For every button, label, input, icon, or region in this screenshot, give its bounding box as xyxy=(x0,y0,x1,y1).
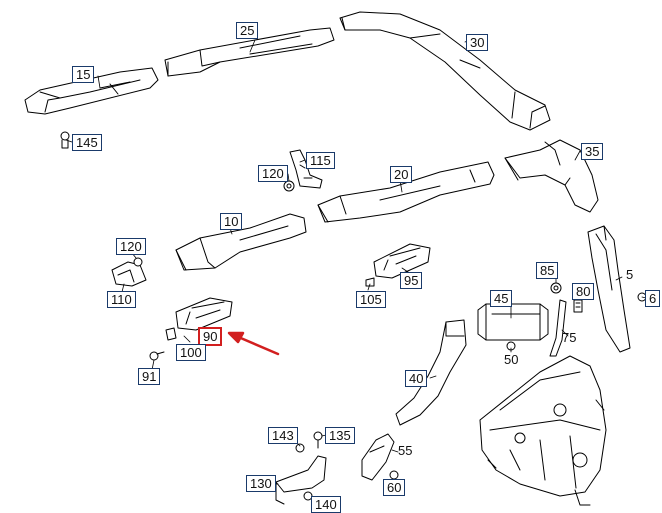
callout-110[interactable]: 110 xyxy=(107,291,136,308)
part-145-screw xyxy=(60,131,70,149)
part-91-screw xyxy=(149,351,165,361)
callout-20[interactable]: 20 xyxy=(390,166,413,183)
part-5-duct xyxy=(587,225,631,353)
callout-115[interactable]: 115 xyxy=(306,152,335,169)
callout-15[interactable]: 15 xyxy=(72,66,95,83)
callout-30[interactable]: 30 xyxy=(466,34,489,51)
callout-95[interactable]: 95 xyxy=(400,272,423,289)
callout-35[interactable]: 35 xyxy=(581,143,604,160)
callout-145[interactable]: 145 xyxy=(72,134,102,151)
callout-90-highlighted[interactable]: 90 xyxy=(198,327,223,346)
callout-60[interactable]: 60 xyxy=(383,479,406,496)
part-hvac-housing xyxy=(479,355,607,506)
callout-75[interactable]: 75 xyxy=(562,330,577,345)
part-120-nut xyxy=(283,180,295,192)
callout-120-lower[interactable]: 120 xyxy=(116,238,146,255)
part-80-clip xyxy=(573,299,583,313)
part-35-duct xyxy=(504,139,599,213)
callout-120-upper[interactable]: 120 xyxy=(258,165,288,182)
callout-10[interactable]: 10 xyxy=(220,213,243,230)
part-75-rod xyxy=(549,299,567,357)
callout-55[interactable]: 55 xyxy=(398,443,413,458)
callout-130[interactable]: 130 xyxy=(246,475,276,492)
part-10-duct xyxy=(175,213,307,271)
callout-5[interactable]: 5 xyxy=(626,267,634,282)
callout-25[interactable]: 25 xyxy=(236,22,259,39)
callout-6[interactable]: 6 xyxy=(645,290,661,307)
callout-40[interactable]: 40 xyxy=(405,370,428,387)
part-95-module xyxy=(365,243,431,287)
part-90-module xyxy=(165,297,233,341)
part-45-vent xyxy=(477,303,549,341)
part-135-screw xyxy=(313,431,323,449)
part-130-bracket xyxy=(275,455,327,505)
part-20-duct xyxy=(317,161,495,223)
part-55-bracket xyxy=(361,433,395,481)
callout-143[interactable]: 143 xyxy=(268,427,298,444)
part-143-nut xyxy=(295,443,305,453)
callout-100[interactable]: 100 xyxy=(176,344,206,361)
callout-45[interactable]: 45 xyxy=(490,290,513,307)
part-60-nut xyxy=(389,470,399,480)
callout-80[interactable]: 80 xyxy=(572,283,595,300)
part-30-duct xyxy=(339,11,551,131)
callout-105[interactable]: 105 xyxy=(356,291,386,308)
part-110-bracket xyxy=(111,257,147,287)
red-arrow-icon xyxy=(227,331,280,356)
part-40-duct xyxy=(395,319,467,426)
callout-135[interactable]: 135 xyxy=(325,427,355,444)
part-115-bracket xyxy=(289,149,323,189)
callout-50[interactable]: 50 xyxy=(504,352,519,367)
part-85-clip xyxy=(550,282,562,294)
callout-85[interactable]: 85 xyxy=(536,262,559,279)
callout-91[interactable]: 91 xyxy=(138,368,161,385)
callout-140[interactable]: 140 xyxy=(311,496,341,513)
